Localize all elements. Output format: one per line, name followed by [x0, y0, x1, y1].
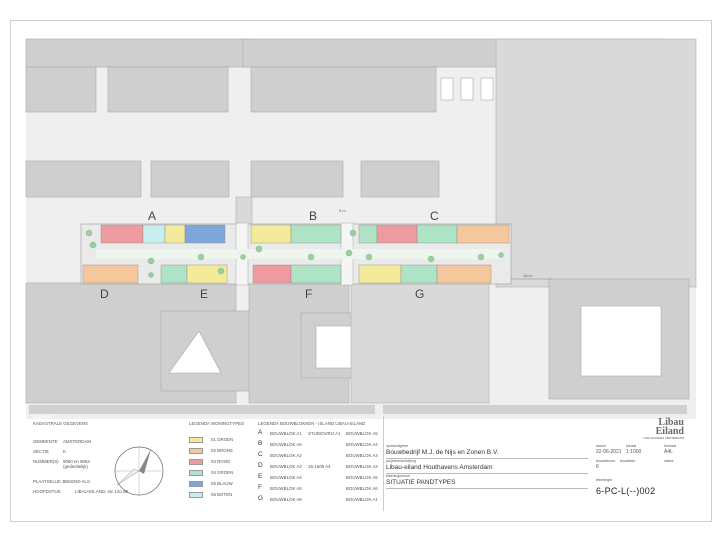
swatch-cyan — [189, 492, 203, 498]
titleblock-header — [383, 405, 687, 414]
block-c: BOUWBLOK A3 — [346, 453, 378, 458]
opdrachtgever: Bouwbedrijf M.J. de Nijs en Zonen B.V. — [386, 449, 499, 456]
type-label: 04 GROEN — [211, 470, 234, 475]
block-letter: B — [258, 440, 263, 447]
kad-key: SECTIE — [33, 449, 49, 454]
block-c: BOUWBLOK A4 — [346, 442, 378, 447]
woningtypes-title: LEGENDA WONINGTYPES — [189, 421, 244, 426]
block-a: BOUWBLOK A5 — [270, 486, 302, 491]
kad-value: LIBAU-EILAND, etc 1/to 80 — [75, 489, 128, 494]
block-c: BOUWBLOK A6 — [346, 486, 378, 491]
kad-key: PLAATSELIJK BEKEND ALS — [33, 479, 90, 484]
woningtypes-legend: LEGENDA WONINGTYPES 01 GROEN 02 BRONS 03… — [189, 421, 259, 501]
existing-buildings-middle — [25, 160, 440, 230]
logo-sub: HOUTHAVENS AMSTERDAM — [643, 436, 684, 440]
unit-row-top — [100, 224, 510, 244]
block-b: 16-1609 A4 — [308, 464, 331, 469]
legend-header: gegevens — [29, 405, 375, 419]
block-letter: A — [258, 429, 263, 436]
title-block: Libau Eiland HOUTHAVENS AMSTERDAM opdrac… — [383, 416, 688, 511]
block-a: BOUWBLOK A4 — [270, 475, 302, 480]
kad-title: KADASTRALE GEGEVENS — [33, 421, 88, 426]
drawing-number: 6-PC-L(--)002 — [596, 486, 656, 496]
swatch-yellow — [189, 437, 203, 443]
block-a: BOUWBLOK A2 — [270, 453, 302, 458]
legend-header-label: gegevens — [33, 414, 53, 419]
type-label: 03 ROOD — [211, 459, 231, 464]
block-c: BOUWBLOK A5 — [346, 475, 378, 480]
schaal-label: schaal — [626, 444, 637, 448]
logo: Libau Eiland HOUTHAVENS AMSTERDAM — [644, 418, 684, 441]
block-a: BOUWBLOK A8 — [270, 497, 302, 502]
dimension-label: 5 m — [339, 208, 346, 213]
kad-value: K — [63, 449, 66, 454]
type-label: 02 BRONS — [211, 448, 233, 453]
site-plan: A B C D E F G 5 m 16 m — [25, 38, 697, 419]
fase-label: bouwfase — [620, 459, 635, 463]
block-c: BOUWBLOK A3 — [346, 464, 378, 469]
zone-label-f: F — [305, 287, 312, 301]
kad-key: NUMMER(S) — [33, 459, 59, 464]
kad-value: 9060 en 9063 (gedeeltelijk) — [63, 459, 90, 469]
existing-buildings-bottom — [25, 278, 690, 404]
zone-label-c: C — [430, 209, 439, 223]
zone-labels: A B C D E F G 5 m 16 m — [100, 208, 533, 301]
block-letter: F — [258, 484, 262, 491]
zone-label-b: B — [309, 209, 317, 223]
logo-line2: Eiland — [655, 426, 684, 437]
tekening: SITUATIE PANDTYPES — [386, 479, 456, 486]
tekening-label: tekeninginhoud — [386, 474, 410, 478]
block-letter: D — [258, 462, 263, 469]
swatch-orange — [189, 448, 203, 454]
type-label: 06 BOTEN — [211, 492, 233, 497]
formaat: A4L — [664, 449, 673, 455]
project: Libau-eiland Houthavens Amsterdam — [386, 464, 493, 471]
zone-label-e: E — [200, 287, 208, 301]
block-letter: E — [258, 473, 263, 480]
drawing-sheet: A B C D E F G 5 m 16 m gegevens KADASTRA… — [10, 20, 712, 522]
opdrachtgever-label: opdrachtgever — [386, 444, 409, 448]
swatch-red — [189, 459, 203, 465]
type-label: 01 GROEN — [211, 437, 234, 442]
swatch-green — [189, 470, 203, 476]
block-a: BOUWBLOK A6 — [270, 442, 302, 447]
block-b: STUDIOVRIJ A1 — [308, 431, 341, 436]
north-arrow-icon — [114, 446, 164, 496]
block-c: BOUWBLOK A5 — [346, 431, 378, 436]
kad-value: AMSTERDAM — [63, 439, 92, 444]
block-c: BOUWBLOK A1 — [346, 497, 378, 502]
block-letter: C — [258, 451, 263, 458]
unit-row-bottom — [82, 264, 492, 284]
nummer-label: tekeningnr. — [596, 478, 614, 482]
bouwblokken-legend: LEGENDA BOUWBLOKKEN - ISLAND LIBAU-EILAN… — [258, 421, 378, 507]
schaal: 1:1000 — [626, 449, 642, 455]
block-a: BOUWBLOK A3 — [270, 464, 302, 469]
kad-key: GEMEENTE — [33, 439, 58, 444]
datum: 22-06-2021 — [596, 449, 622, 455]
existing-buildings-top — [25, 38, 697, 288]
dimension-label: 16 m — [523, 273, 533, 278]
block-letter: G — [258, 495, 264, 502]
bouwblokken-title: LEGENDA BOUWBLOKKEN - ISLAND LIBAU-EILAN… — [258, 421, 366, 426]
zone-label-g: G — [415, 287, 424, 301]
swatch-blue — [189, 481, 203, 487]
block-a: BOUWBLOK A1 — [270, 431, 302, 436]
kad-key: HOOFDSTUK — [33, 489, 61, 494]
datum-label: datum — [596, 444, 606, 448]
bouwstroom-label: bouwstroom — [596, 459, 616, 463]
trees — [85, 229, 504, 278]
formaat-label: formaat — [664, 444, 676, 448]
logo-line1: Libau — [658, 417, 684, 428]
status-label: status — [664, 459, 674, 463]
zone-label-a: A — [148, 209, 156, 223]
zone-label-d: D — [100, 287, 109, 301]
project-label: projectomschrijving — [386, 459, 416, 463]
bouwstroom: 6 — [596, 464, 599, 470]
type-label: 05 BLAUW — [211, 481, 233, 486]
